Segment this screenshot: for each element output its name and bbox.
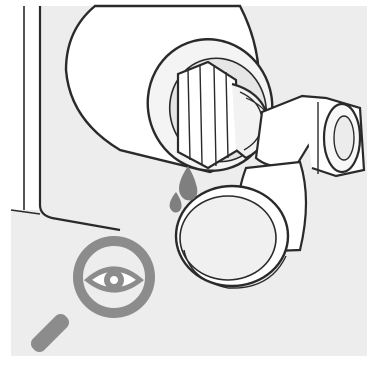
valve-cap bbox=[176, 162, 306, 288]
magnifier-icon bbox=[28, 241, 150, 355]
eye-icon bbox=[88, 269, 140, 290]
